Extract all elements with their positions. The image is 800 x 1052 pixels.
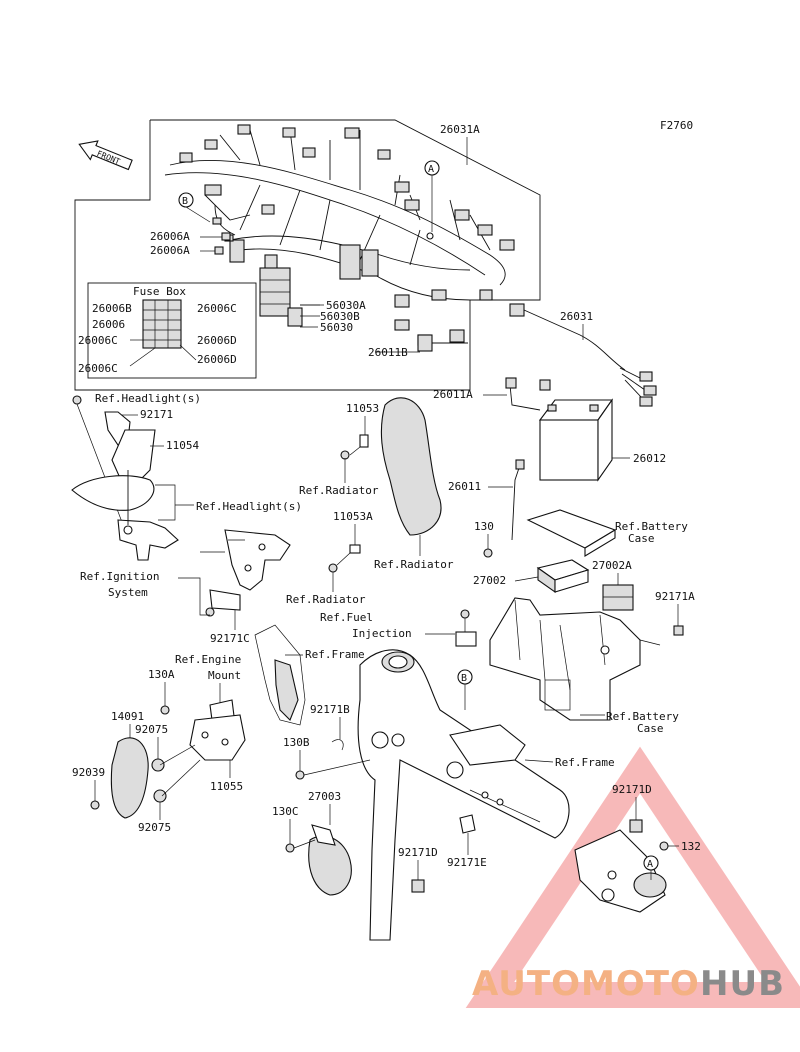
ref-fuel-l2: Injection — [352, 627, 412, 640]
ref-radiator-2: Ref.Radiator — [374, 558, 454, 571]
radiator-shroud — [380, 397, 442, 536]
label-56030: 56030 — [320, 321, 353, 334]
label-27002A: 27002A — [592, 559, 632, 572]
mount-bracket-11055 — [159, 714, 246, 797]
label-92171D-1: 92171D — [398, 846, 438, 859]
front-arrow-icon: FRONT — [78, 140, 133, 171]
label-26006C-1: 26006C — [197, 302, 237, 315]
label-26011A: 26011A — [433, 388, 473, 401]
relay-27002A — [602, 584, 634, 611]
label-92171C: 92171C — [210, 632, 250, 645]
label-56030B: 56030B — [320, 310, 360, 323]
ref-radiator-1: Ref.Radiator — [299, 484, 379, 497]
label-26006D-1: 26006D — [197, 334, 237, 347]
label-26006: 26006 — [92, 318, 125, 331]
label-130B: 130B — [283, 736, 310, 749]
horn-27003 — [308, 824, 352, 896]
fuel-bracket — [455, 609, 477, 647]
ref-fuel-l1: Ref.Fuel — [320, 611, 373, 624]
callout-a-lower: A — [643, 855, 659, 880]
ref-ignition-l1: Ref.Ignition — [80, 570, 159, 583]
ref-frame-2: Ref.Frame — [555, 756, 615, 769]
label-14091: 14091 — [111, 710, 144, 723]
label-130: 130 — [474, 520, 494, 533]
figure-code: F2760 — [660, 119, 693, 132]
label-92171B: 92171B — [310, 703, 350, 716]
label-26006C-3: 26006C — [78, 362, 118, 375]
label-130C: 130C — [272, 805, 299, 818]
label-26006B: 26006B — [92, 302, 132, 315]
label-92171D-2: 92171D — [612, 783, 652, 796]
label-11054: 11054 — [166, 439, 199, 452]
ref-headlight-2: Ref.Headlight(s) — [196, 500, 302, 513]
ref-frame-1: Ref.Frame — [305, 648, 365, 661]
label-27002: 27002 — [473, 574, 506, 587]
label-92039: 92039 — [72, 766, 105, 779]
frame-strip-left — [254, 624, 306, 726]
headlight-bracket — [71, 395, 179, 561]
ref-battery-case-2-l2: Case — [637, 722, 664, 735]
cable-26011 — [511, 459, 525, 541]
ref-battery-case-1-l2: Case — [628, 532, 655, 545]
label-26012: 26012 — [633, 452, 666, 465]
rear-frame-section — [574, 829, 667, 913]
label-92171A: 92171A — [655, 590, 695, 603]
svg-text:A: A — [647, 859, 653, 870]
label-26011B: 26011B — [368, 346, 408, 359]
main-harness-drawing — [164, 124, 515, 353]
fuse-box-panel: Fuse Box — [87, 282, 257, 379]
watermark-part2: HUB — [700, 964, 785, 1004]
label-11053A: 11053A — [333, 510, 373, 523]
label-27003: 27003 — [308, 790, 341, 803]
ignition-bracket — [205, 529, 291, 617]
ref-battery-case-2-l1: Ref.Battery — [606, 710, 679, 723]
label-26031A: 26031A — [440, 123, 480, 136]
watermark-triangle-icon — [465, 746, 800, 1008]
ref-headlight-1: Ref.Headlight(s) — [95, 392, 201, 405]
label-56030A: 56030A — [326, 299, 366, 312]
watermark-logo: AUTOMOTO HUB — [472, 964, 785, 1004]
label-26006C-2: 26006C — [78, 334, 118, 347]
battery-26012 — [538, 398, 614, 482]
label-92075-2: 92075 — [138, 821, 171, 834]
label-26006A-1: 26006A — [150, 230, 190, 243]
fuse-box-title: Fuse Box — [133, 285, 186, 298]
label-26006D-2: 26006D — [197, 353, 237, 366]
label-26011: 26011 — [448, 480, 481, 493]
harness-group-outline — [74, 119, 541, 391]
sub-harness-26031 — [509, 303, 657, 407]
label-26031: 26031 — [560, 310, 593, 323]
label-26006A-2: 26006A — [150, 244, 190, 257]
label-92075-1: 92075 — [135, 723, 168, 736]
label-132: 132 — [681, 840, 701, 853]
ref-radiator-3: Ref.Radiator — [286, 593, 366, 606]
guard-14091 — [110, 737, 149, 819]
label-11055: 11055 — [210, 780, 243, 793]
callout-b-top: B — [178, 192, 211, 223]
label-11053: 11053 — [346, 402, 379, 415]
ref-engine-l1: Ref.Engine — [175, 653, 241, 666]
label-92171: 92171 — [140, 408, 173, 421]
ref-battery-case-1-l1: Ref.Battery — [615, 520, 688, 533]
svg-text:A: A — [428, 164, 434, 175]
cable-26011A — [505, 377, 551, 411]
battery-case — [489, 597, 661, 721]
main-frame — [357, 649, 570, 941]
label-92171E: 92171E — [447, 856, 487, 869]
label-130A: 130A — [148, 668, 175, 681]
callout-b-lower: B — [457, 669, 473, 710]
svg-text:B: B — [461, 673, 467, 684]
watermark-part1: AUTOMOTO — [472, 964, 700, 1004]
ecu-27002 — [536, 559, 590, 594]
ref-ignition-l2: System — [108, 586, 148, 599]
svg-text:B: B — [182, 196, 188, 207]
callout-a-top: A — [424, 160, 440, 232]
ref-engine-l2: Mount — [208, 669, 241, 682]
battery-tray — [526, 509, 617, 557]
